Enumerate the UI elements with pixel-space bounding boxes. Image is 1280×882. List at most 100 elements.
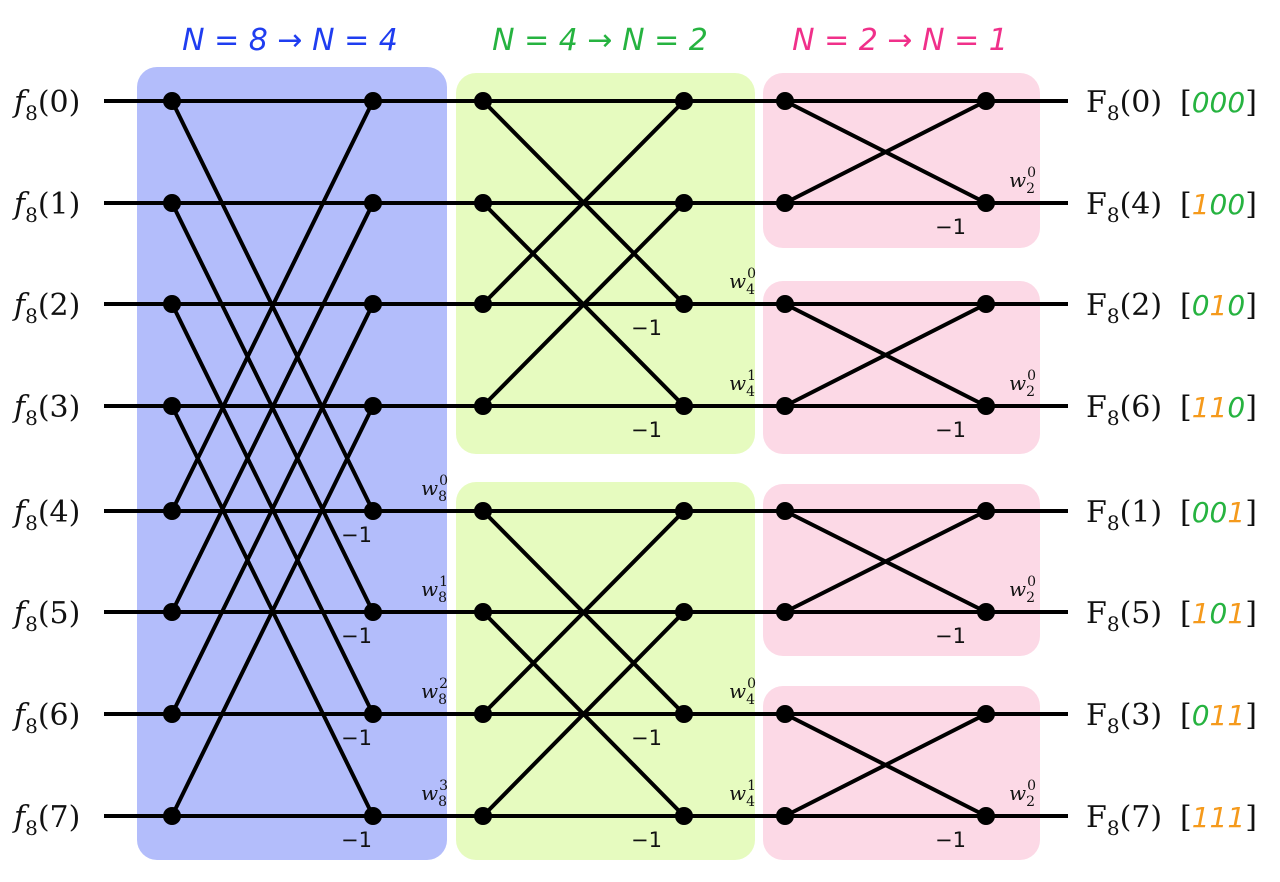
input-label-5: f8(5) [12,596,80,636]
node-c2-r5 [474,603,492,621]
bit-reversal-6: [011] [1180,698,1257,733]
stage3-twiddle-3: w20 [1009,778,1036,810]
input-label-4: f8(4) [12,495,80,535]
stage-title-3: N = 2 → N = 1 [792,23,1008,58]
node-c3-r3 [675,397,693,415]
input-label-7: f8(7) [12,800,80,840]
node-c0-r5 [163,603,181,621]
stage3-cross-3-2 [783,302,988,408]
bit-reversal-3: [110] [1180,390,1257,425]
node-c0-r2 [163,295,181,313]
input-label-0: f8(0) [12,85,80,125]
node-c5-r2 [977,295,995,313]
node-c5-r5 [977,603,995,621]
stage2-cross-3-1 [481,201,686,408]
stage-title-1: N = 8 → N = 4 [182,23,398,58]
bit-reversal-5: [101] [1180,596,1257,631]
input-label-3: f8(3) [12,390,80,430]
stage3-cross-5-4 [783,509,988,614]
node-c5-r6 [977,705,995,723]
node-c0-r7 [163,807,181,825]
stage1-neg-one-1: −1 [341,624,372,648]
stage-title-2: N = 4 → N = 2 [492,23,708,58]
node-c0-r6 [163,705,181,723]
node-c5-r3 [977,397,995,415]
stage1-cross-7-3 [170,404,375,818]
stage2-twiddle-2: w40 [729,676,756,708]
node-c1-r0 [364,92,382,110]
node-c2-r4 [474,502,492,520]
node-c2-r1 [474,194,492,212]
stage1-twiddle-2: w82 [421,676,448,708]
stage2-neg-one-3: −1 [631,828,662,852]
node-c1-r6 [364,705,382,723]
input-label-1: f8(1) [12,187,80,227]
node-c1-r5 [364,603,382,621]
node-c2-r0 [474,92,492,110]
node-c4-r4 [776,502,794,520]
node-c3-r7 [675,807,693,825]
node-c2-r6 [474,705,492,723]
bit-reversal-0: [000] [1180,85,1257,120]
signal-wires [104,99,1068,818]
bit-reversal-1: [100] [1180,187,1257,222]
node-c3-r1 [675,194,693,212]
node-c2-r2 [474,295,492,313]
node-c1-r1 [364,194,382,212]
stage3-twiddle-1: w20 [1009,368,1036,400]
node-c3-r4 [675,502,693,520]
stage3-cross-1-0 [783,99,988,205]
node-c5-r0 [977,92,995,110]
stage2-panel-top [456,73,755,454]
node-c1-r2 [364,295,382,313]
output-label-6: F8(3) [1086,698,1162,738]
stage3-neg-one-0: −1 [935,215,966,239]
node-c4-r3 [776,397,794,415]
node-c3-r2 [675,295,693,313]
node-c1-r4 [364,502,382,520]
butterfly-crossings [170,99,988,818]
stage1-cross-5-1 [170,201,375,614]
stage2-neg-one-2: −1 [631,726,662,750]
stage3-panel-2 [763,281,1040,454]
stage1-neg-one-2: −1 [341,726,372,750]
stage1-twiddle-0: w80 [421,473,448,505]
stage1-twiddle-3: w83 [421,778,448,810]
stage3-cross-7-6 [783,712,988,818]
stage2-twiddle-1: w41 [729,368,756,400]
bit-reversal-7: [111] [1180,800,1257,835]
node-c5-r1 [977,194,995,212]
node-c1-r7 [364,807,382,825]
node-c4-r0 [776,92,794,110]
node-c3-r0 [675,92,693,110]
stage1-panel [137,67,447,860]
node-c0-r0 [163,92,181,110]
node-c2-r3 [474,397,492,415]
stage2-cross-2-0 [481,99,686,306]
stage2-neg-one-1: −1 [631,418,662,442]
node-c5-r4 [977,502,995,520]
node-c1-r3 [364,397,382,415]
node-c4-r6 [776,705,794,723]
output-label-5: F8(5) [1086,596,1162,636]
output-label-2: F8(2) [1086,288,1162,328]
stage1-twiddle-1: w81 [421,574,448,606]
node-c5-r7 [977,807,995,825]
stage-titles: N = 8 → N = 4 N = 4 → N = 2 N = 2 → N = 1 [182,23,1008,58]
stage1-neg-one-3: −1 [341,828,372,852]
node-c3-r6 [675,705,693,723]
output-label-1: F8(4) [1086,187,1162,227]
labels: f8(0)f8(1)f8(2)f8(3)f8(4)f8(5)f8(6)f8(7)… [12,85,1257,852]
node-c2-r7 [474,807,492,825]
node-c0-r3 [163,397,181,415]
stage3-neg-one-3: −1 [935,828,966,852]
node-c4-r1 [776,194,794,212]
stage2-panel-bottom [456,482,755,860]
stage2-cross-7-5 [481,610,686,818]
node-c4-r5 [776,603,794,621]
node-c0-r1 [163,194,181,212]
stage2-neg-one-0: −1 [631,316,662,340]
bit-reversal-2: [010] [1180,288,1257,323]
input-label-2: f8(2) [12,288,80,328]
